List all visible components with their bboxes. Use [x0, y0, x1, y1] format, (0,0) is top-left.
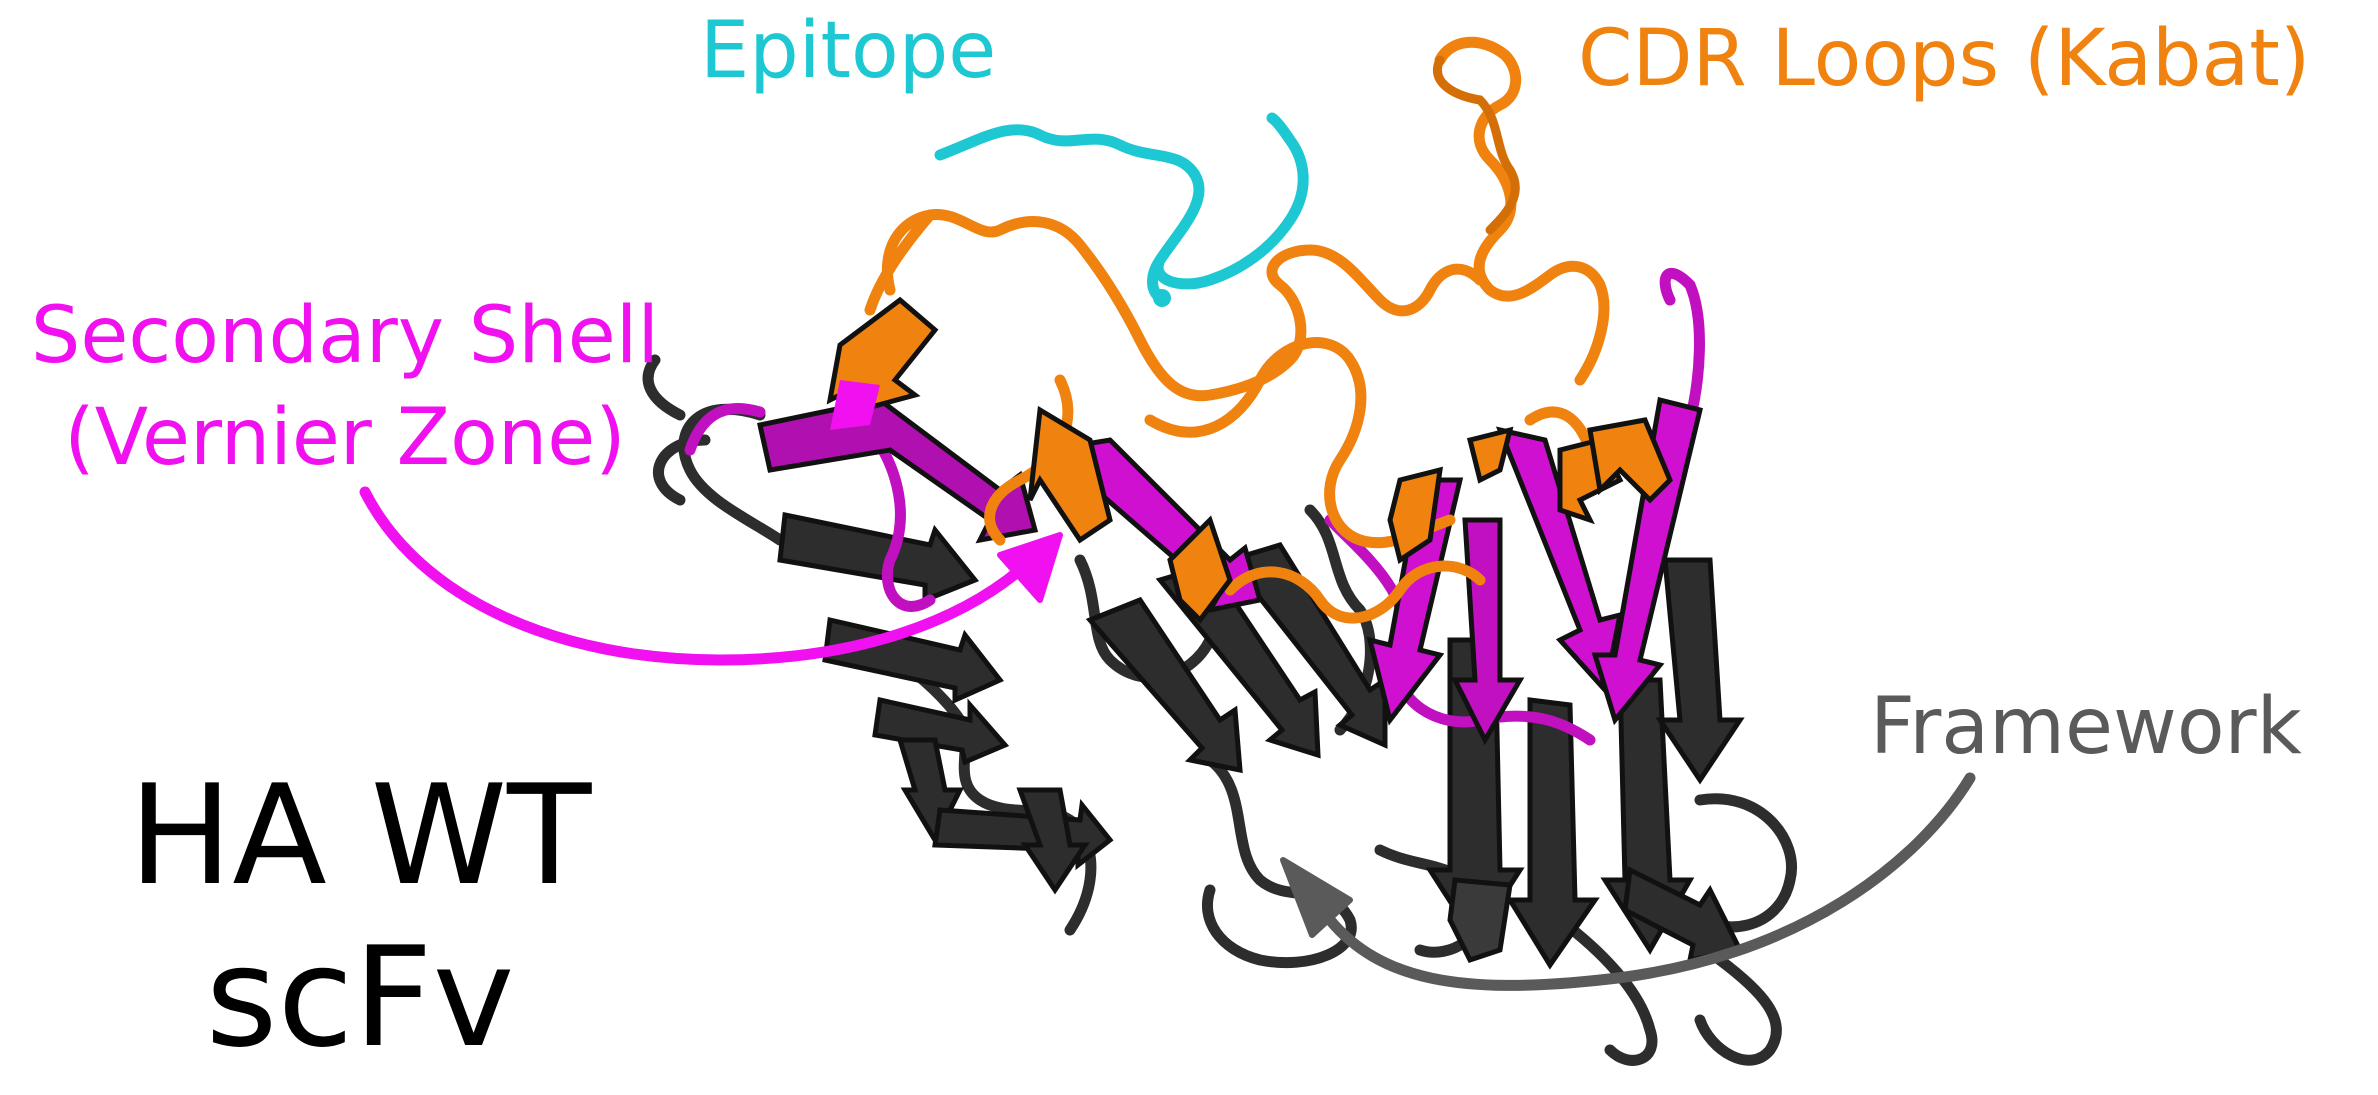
cdr-strand [1587, 417, 1673, 504]
vernier-strand [1366, 477, 1464, 726]
epitope-label: Epitope [700, 12, 996, 90]
cdr-loop [881, 208, 1486, 402]
vernier-loop [1324, 514, 1596, 746]
vernier-loop [864, 424, 936, 612]
secondary-shell-label: Secondary Shell (Vernier Zone) [0, 285, 690, 489]
cdr-loop [1224, 560, 1486, 624]
title-line1: HA WT [128, 755, 592, 916]
cdr-strand [1027, 405, 1113, 544]
framework-arrow [1324, 772, 1976, 991]
cdr-loops-text: CDR Loops (Kabat) [1578, 14, 2311, 104]
epitope-end [1153, 289, 1171, 307]
framework-strand [1505, 697, 1600, 970]
framework-strand [932, 798, 1114, 871]
cdr-loop [1434, 36, 1610, 386]
cdr-strand [830, 380, 880, 430]
epitope-text: Epitope [700, 6, 997, 96]
title-line2: scFv [205, 917, 515, 1078]
framework-loop [1694, 954, 1782, 1066]
vernier-loop [684, 403, 766, 456]
vernier-strand [1591, 396, 1704, 726]
epitope-peptide [934, 112, 1309, 304]
framework-arrowhead [1280, 857, 1353, 938]
secondary-shell-line1: Secondary Shell [30, 291, 660, 381]
cdr-loops-label: CDR Loops (Kabat) [1578, 20, 2310, 98]
framework-strand [872, 696, 1010, 766]
framework-strand [1225, 542, 1388, 749]
framework-strand [1447, 877, 1513, 964]
vernier-loop [1659, 267, 1705, 426]
framework-loop [1201, 754, 1357, 969]
figure-title: HA WT scFv [80, 755, 640, 1079]
cdr-strand [1387, 466, 1444, 565]
cdr-loop [864, 209, 936, 316]
vernier-strand [757, 397, 1039, 544]
framework-strand [1085, 596, 1243, 774]
framework-strand [1016, 787, 1090, 895]
framework-loop [642, 354, 686, 421]
secondary-shell-line2: (Vernier Zone) [64, 393, 626, 483]
cdr-loops-structure [826, 36, 1673, 624]
framework-loop [1554, 914, 1658, 1066]
cdr-loop [984, 374, 1074, 546]
framework-text: Framework [1870, 682, 2302, 772]
framework-strand [777, 511, 980, 604]
cdr-strand [1466, 426, 1514, 484]
vernier-arrowhead [997, 532, 1063, 603]
framework-label: Framework [1870, 688, 2302, 766]
cdr-loop [1144, 337, 1456, 549]
framework-strand [1655, 557, 1745, 785]
cdr-loop [1433, 55, 1520, 235]
vernier-arrow [359, 486, 1026, 666]
cdr-strand [1167, 515, 1233, 624]
